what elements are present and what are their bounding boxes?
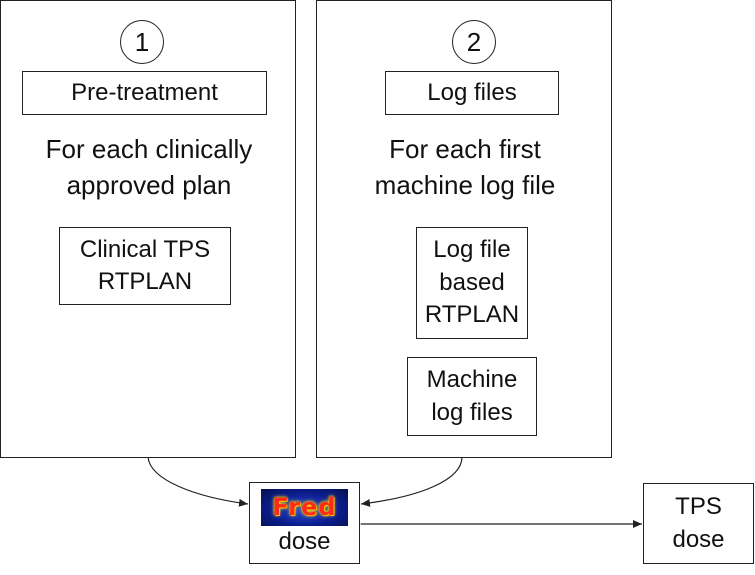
pre-treatment-label: Pre-treatment: [71, 78, 218, 106]
tps-dose-line: dose: [672, 525, 725, 553]
pre-treatment-label-box: Pre-treatment: [22, 71, 267, 115]
machine-log-files-line: log files: [431, 398, 513, 426]
log-files-label: Log files: [427, 78, 517, 106]
step1-heading-line: For each clinically: [45, 134, 253, 164]
fred-dose-label: dose: [278, 528, 331, 555]
machine-log-files-box: Machine log files: [407, 357, 537, 436]
step1-heading: For each clinically approved plan: [1, 132, 297, 204]
log-file-based-rtplan-line: Log file: [433, 236, 511, 264]
fred-dose-box: Fred dose: [249, 482, 360, 564]
tps-dose-box: TPS dose: [643, 483, 754, 564]
log-files-label-box: Log files: [385, 71, 559, 115]
step2-heading-line: machine log file: [374, 169, 556, 200]
step1-panel: 1 Pre-treatment For each clinically appr…: [0, 0, 296, 458]
step1-heading-line: approved plan: [66, 169, 232, 200]
log-file-based-rtplan-box: Log file based RTPLAN: [416, 227, 528, 339]
log-file-based-rtplan-line: RTPLAN: [424, 301, 520, 329]
clinical-tps-rtplan-box: Clinical TPS RTPLAN: [59, 227, 231, 305]
arrow-step2-to-fred: [360, 456, 463, 507]
step1-number-circle: 1: [120, 20, 164, 64]
step2-number: 2: [466, 27, 482, 57]
clinical-tps-rtplan-line: RTPLAN: [97, 268, 193, 295]
step2-heading-line: For each first: [389, 134, 541, 164]
clinical-tps-rtplan-line: Clinical TPS: [79, 235, 211, 263]
fred-logo: Fred: [261, 489, 348, 526]
step1-number: 1: [134, 27, 150, 57]
step2-panel: 2 Log files For each first machine log f…: [316, 0, 612, 458]
log-file-based-rtplan-line: based: [439, 268, 505, 296]
machine-log-files-line: Machine: [426, 366, 518, 394]
step2-number-circle: 2: [452, 20, 496, 64]
tps-dose-line: TPS: [675, 493, 722, 521]
arrow-step1-to-fred: [147, 456, 249, 507]
fred-logo-text: Fred: [272, 493, 337, 522]
step2-heading: For each first machine log file: [317, 132, 613, 204]
